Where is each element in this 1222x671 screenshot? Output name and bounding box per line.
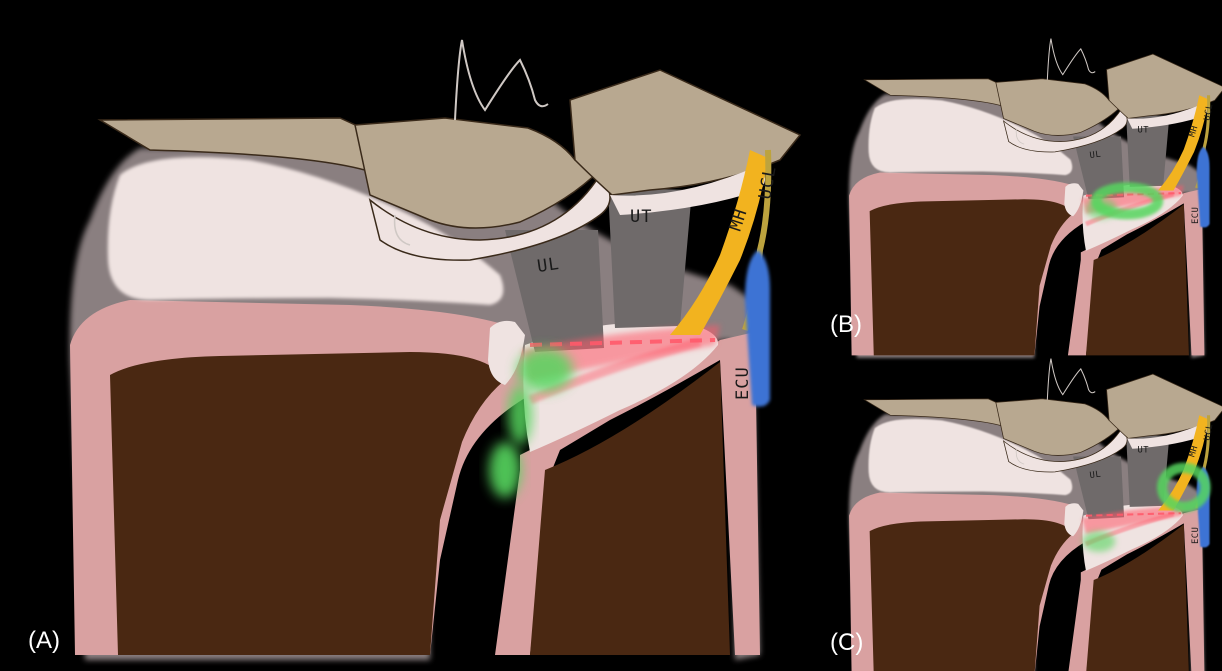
panel-c: UL UT MH UCL ECU [849, 359, 1222, 671]
panel-c-label: (C) [830, 629, 863, 656]
ut-label: UT [630, 207, 652, 227]
panel-a: UL UT MH UCL ECU (A) [28, 40, 800, 660]
panel-a-wrist-illustration [70, 40, 800, 660]
panel-b-ul-label: UL [1089, 150, 1102, 162]
panel-b-wrist-illustration [849, 39, 1222, 358]
panel-a-label: (A) [28, 627, 60, 654]
panel-b: UL UT MH UCL ECU [849, 39, 1222, 358]
panel-b-label: (B) [830, 311, 862, 338]
ecu-label: ECU [733, 366, 753, 400]
panel-c-ul-label: UL [1089, 470, 1102, 482]
panel-b-ut-label: UT [1137, 125, 1149, 135]
ul-label: UL [536, 254, 561, 277]
panel-c-ecu-label: ECU [1191, 527, 1201, 544]
panel-b-ecu-label: ECU [1191, 207, 1201, 224]
panel-c-ut-label: UT [1137, 445, 1149, 455]
panel-c-wrist-illustration [849, 359, 1222, 671]
